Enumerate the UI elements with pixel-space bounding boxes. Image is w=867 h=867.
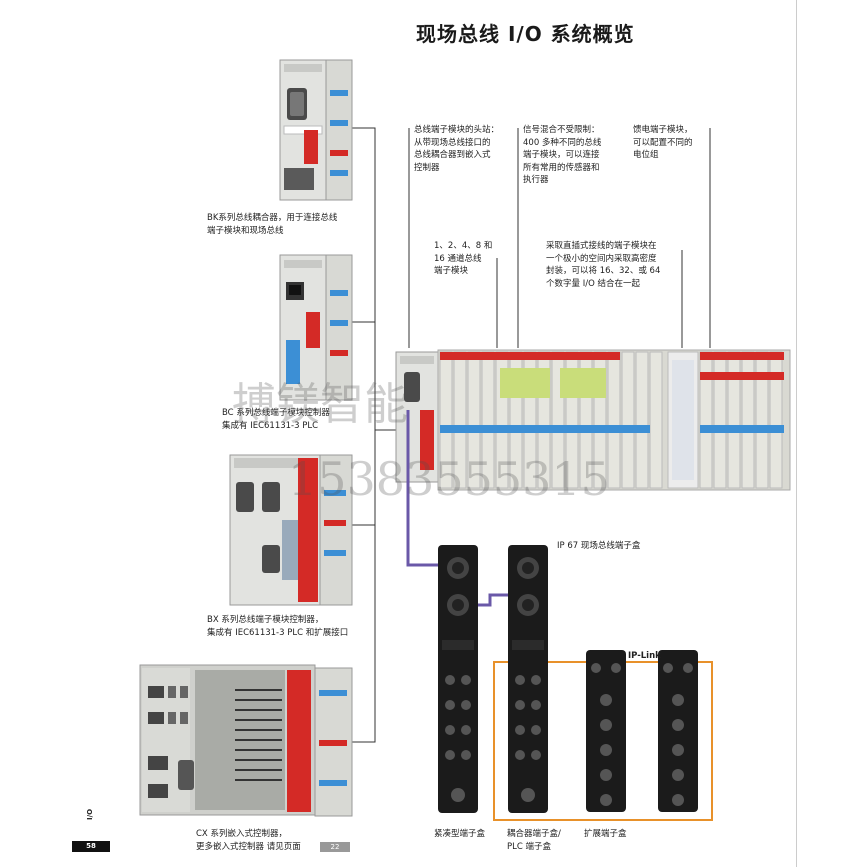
bc-controller-device bbox=[279, 254, 353, 401]
caption-line: 总线耦合器到嵌入式 bbox=[414, 150, 491, 160]
signal-mixing-caption: 信号混合不受限制： 400 多种不同的总线 端子模块，可以连接 所有常用的传感器… bbox=[523, 124, 601, 187]
head-station-caption: 总线端子模块的头站： 从带现场总线接口的 总线耦合器到嵌入式 控制器 bbox=[414, 124, 499, 174]
terminal-module-stripes bbox=[439, 351, 783, 489]
compact-box-caption: 紧凑型端子盒 bbox=[434, 829, 486, 839]
ip67-extension-box-1 bbox=[586, 650, 626, 812]
caption-line: 信号混合不受限制： bbox=[523, 125, 600, 135]
cx-caption: CX 系列嵌入式控制器， 更多嵌入式控制器 请见页面 bbox=[196, 828, 301, 853]
power-feed-caption: 馈电端子模块， 可以配置不同的 电位组 bbox=[633, 124, 693, 162]
caption-line: 端子模块 bbox=[434, 266, 469, 276]
caption-line: 个数字量 I/O 结合在一起 bbox=[546, 278, 640, 289]
ip67-coupler-box bbox=[508, 545, 548, 813]
cx-caption-line: 更多嵌入式控制器 请见页面 bbox=[196, 841, 301, 852]
bx-caption-line: 集成有 IEC61131-3 PLC 和扩展接口 bbox=[207, 627, 349, 638]
caption-line: 所有常用的传感器和 bbox=[523, 162, 600, 173]
caption-line: 执行器 bbox=[523, 175, 549, 185]
bk-caption: BK系列总线耦合器，用于连接总线 端子模块和现场总线 bbox=[207, 212, 337, 237]
watermark-number: 15383555315 bbox=[288, 452, 610, 506]
bx-controller-device bbox=[229, 454, 353, 606]
caption-line: 封装，可以将 16、32、或 64 bbox=[546, 266, 661, 276]
caption-line: 控制器 bbox=[414, 162, 440, 173]
caption-line: 耦合器端子盒/ bbox=[507, 829, 561, 839]
watermark-text: 搏镁智能 bbox=[232, 379, 408, 430]
bk-caption-line: BK系列总线耦合器，用于连接总线 bbox=[207, 213, 338, 223]
caption-line: 电位组 bbox=[633, 150, 659, 160]
bx-caption: BX 系列总线端子模块控制器， 集成有 IEC61131-3 PLC 和扩展接口 bbox=[207, 614, 348, 639]
page-edge bbox=[796, 0, 797, 867]
connector-lines bbox=[352, 127, 711, 743]
cx-caption-line: CX 系列嵌入式控制器， bbox=[196, 829, 287, 839]
cx-page-reference: 22 bbox=[320, 842, 350, 852]
caption-line: 1、2、4、8 和 bbox=[434, 241, 493, 251]
caption-line: 总线端子模块的头站： bbox=[414, 125, 500, 135]
caption-line: 可以配置不同的 bbox=[633, 137, 693, 148]
caption-line: 一个极小的空间内采取高密度 bbox=[546, 253, 657, 264]
fieldbus-cable bbox=[406, 410, 440, 567]
cx-embedded-controller-device bbox=[139, 664, 353, 817]
coupler-box-caption: 耦合器端子盒/ PLC 端子盒 bbox=[507, 828, 561, 853]
section-side-label: I/O bbox=[86, 808, 94, 820]
caption-line: 从带现场总线接口的 bbox=[414, 137, 491, 148]
bk-coupler-device bbox=[279, 59, 353, 201]
bc-caption-line: 集成有 IEC61131-3 PLC bbox=[222, 420, 319, 431]
terminal-strip-device bbox=[395, 349, 791, 491]
bc-caption-line: BC 系列总线端子模块控制器 bbox=[222, 408, 330, 418]
caption-line: 采取直插式接线的端子模块在 bbox=[546, 241, 657, 251]
high-density-caption: 采取直插式接线的端子模块在 一个极小的空间内采取高密度 封装，可以将 16、32… bbox=[546, 240, 660, 290]
caption-line: PLC 端子盒 bbox=[507, 841, 551, 852]
caption-line: 400 多种不同的总线 bbox=[523, 137, 602, 148]
bk-caption-line: 端子模块和现场总线 bbox=[207, 225, 284, 236]
caption-line: 端子模块，可以连接 bbox=[523, 150, 600, 160]
channels-caption: 1、2、4、8 和 16 通道总线 端子模块 bbox=[434, 240, 492, 278]
bx-caption-line: BX 系列总线端子模块控制器， bbox=[207, 615, 324, 625]
extension-box-caption: 扩展端子盒 bbox=[584, 829, 627, 839]
ip-link-label: IP-Link bbox=[628, 651, 661, 661]
bc-caption: BC 系列总线端子模块控制器 集成有 IEC61131-3 PLC bbox=[222, 407, 330, 432]
page-title: 现场总线 I/O 系统概览 bbox=[416, 22, 635, 46]
ip67-extension-box-2 bbox=[658, 650, 698, 812]
caption-line: 16 通道总线 bbox=[434, 253, 482, 264]
ip67-caption: IP 67 现场总线端子盒 bbox=[557, 541, 641, 551]
ip67-compact-box bbox=[438, 545, 478, 813]
page-number: 58 bbox=[72, 841, 110, 852]
caption-line: 馈电端子模块， bbox=[633, 125, 693, 135]
terminal-color-bands bbox=[440, 352, 784, 480]
